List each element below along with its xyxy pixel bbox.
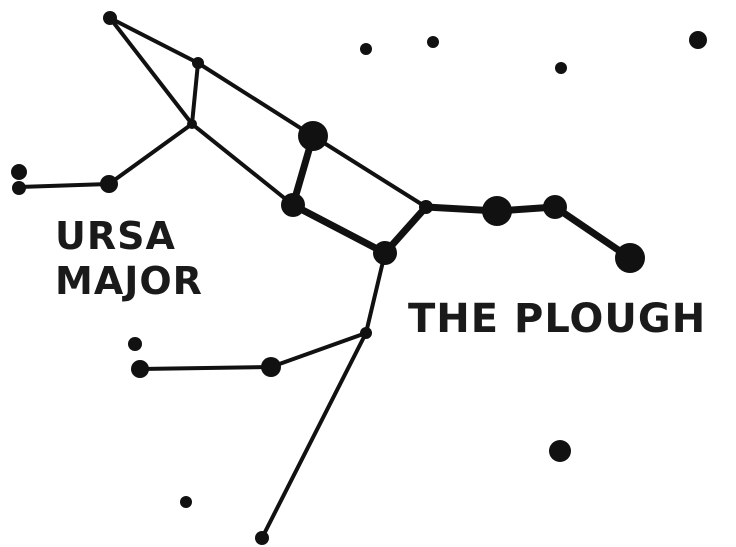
line-bowl-bottom-to-hip	[366, 253, 385, 333]
star-front-paw-2	[12, 181, 26, 195]
line-front-knee-to-paw	[19, 184, 109, 187]
star-isolated-5	[549, 440, 571, 462]
star-bowl-right	[419, 200, 433, 214]
ursa-major-label-line1: URSA	[55, 217, 176, 255]
star-isolated-4	[689, 31, 707, 49]
star-front-knee	[100, 175, 118, 193]
star-isolated-6	[180, 496, 192, 508]
line-neck-to-bowl-left	[192, 124, 293, 205]
line-neck-to-front-knee	[109, 124, 192, 184]
star-front-paw-1	[11, 164, 27, 180]
line-nose-to-head	[110, 18, 198, 63]
star-bowl-top	[298, 121, 328, 151]
star-isolated-2	[427, 36, 439, 48]
star-hind-paw-1	[128, 337, 142, 351]
star-isolated-1	[360, 43, 372, 55]
line-bowl-left-to-bowl-bottom	[293, 205, 385, 253]
ursa-major-label-line2: MAJOR	[55, 262, 203, 300]
star-bowl-bottom	[373, 241, 397, 265]
star-hip	[360, 327, 372, 339]
line-bowl-top-to-bowl-right	[313, 136, 426, 207]
star-handle-2	[543, 195, 567, 219]
line-head-to-bowl-top	[198, 63, 313, 136]
line-nose-to-neck	[110, 18, 192, 124]
star-hind-knee	[261, 357, 281, 377]
star-neck	[187, 119, 197, 129]
line-head-to-neck	[192, 63, 198, 124]
star-foot	[255, 531, 269, 545]
line-hind-knee-to-paw	[140, 367, 271, 369]
star-nose	[103, 11, 117, 25]
star-hind-paw-2	[131, 360, 149, 378]
star-isolated-3	[555, 62, 567, 74]
star-handle-end	[615, 243, 645, 273]
star-bowl-left	[281, 193, 305, 217]
star-head	[192, 57, 204, 69]
plough-label: THE PLOUGH	[408, 299, 706, 339]
star-handle-1	[482, 196, 512, 226]
